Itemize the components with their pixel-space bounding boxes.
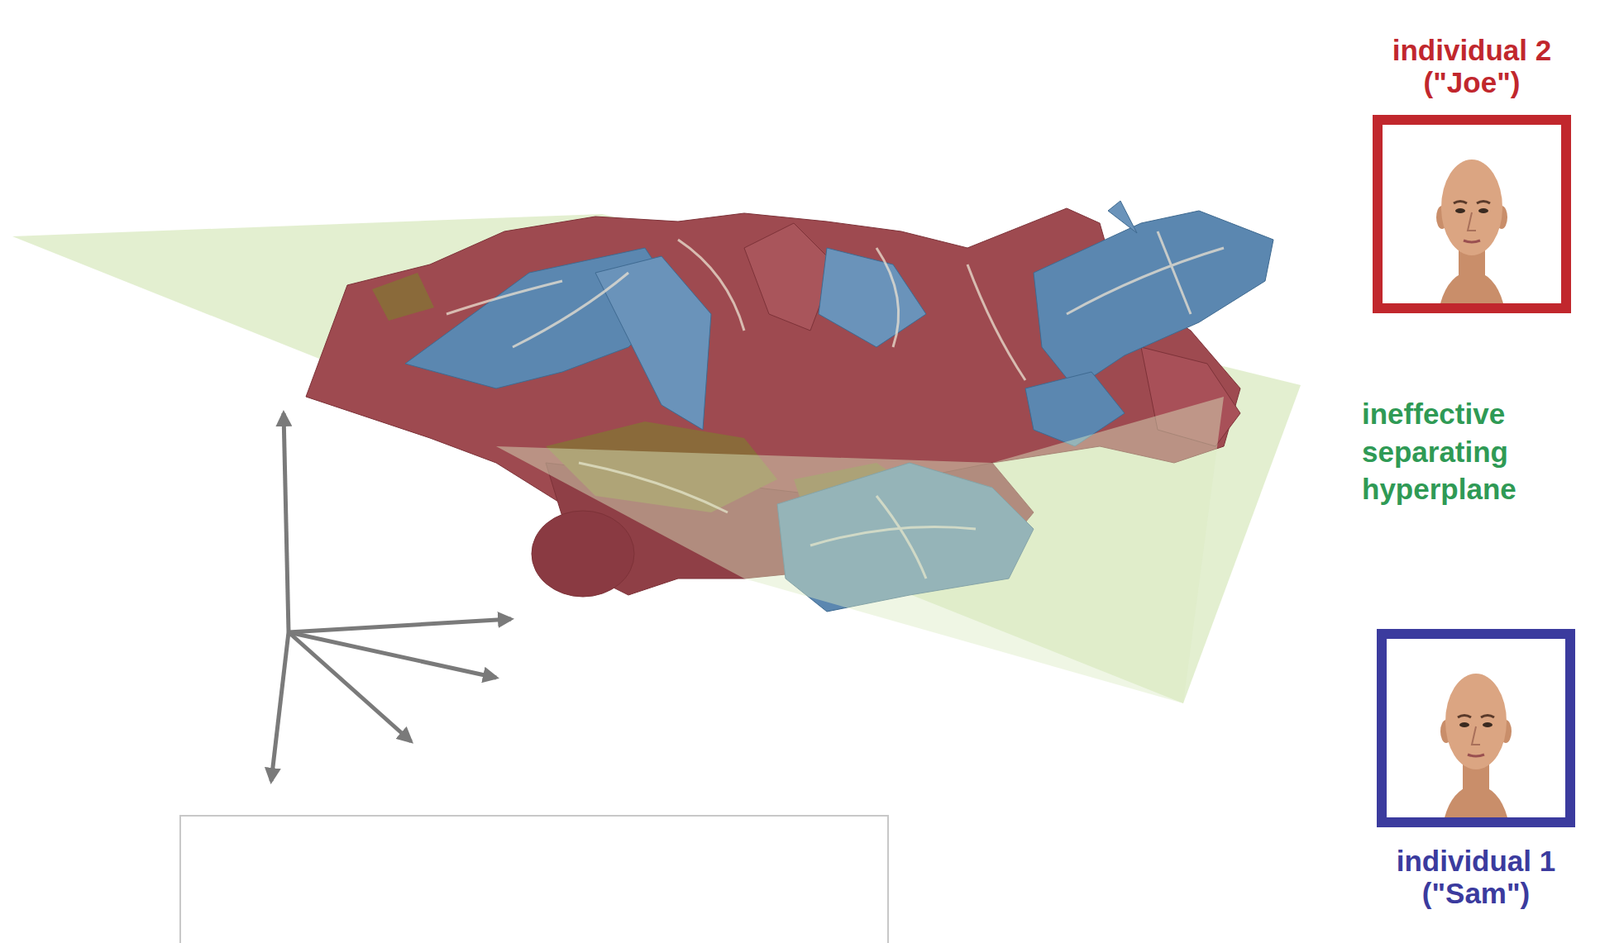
face-box: individual 1 ("Sam")	[1356, 629, 1596, 910]
empty-panel	[180, 816, 889, 943]
eye	[1478, 208, 1489, 214]
face-portrait	[1386, 639, 1566, 818]
face-portrait	[1382, 124, 1562, 304]
face-box: individual 2 ("Joe")	[1351, 34, 1592, 314]
axes	[271, 413, 512, 782]
hyperplane-front	[496, 396, 1224, 704]
portrait-frame	[1376, 629, 1576, 828]
brow	[1480, 716, 1495, 719]
portrait-frame	[1372, 114, 1572, 314]
eye	[1459, 722, 1470, 728]
brow	[1457, 716, 1472, 719]
mouth	[1463, 240, 1481, 243]
nose	[1471, 726, 1481, 746]
brow	[1453, 201, 1467, 205]
nose	[1467, 212, 1476, 231]
eye	[1482, 722, 1493, 728]
individual-label: individual 2 ("Joe")	[1363, 34, 1581, 99]
brow	[1476, 201, 1491, 205]
hyperplane-label: ineffective separating hyperplane	[1361, 395, 1581, 509]
mouth	[1467, 754, 1485, 757]
individual-label: individual 1 ("Sam")	[1367, 845, 1585, 910]
head	[1441, 159, 1503, 256]
head	[1445, 673, 1507, 770]
eye	[1455, 208, 1466, 214]
